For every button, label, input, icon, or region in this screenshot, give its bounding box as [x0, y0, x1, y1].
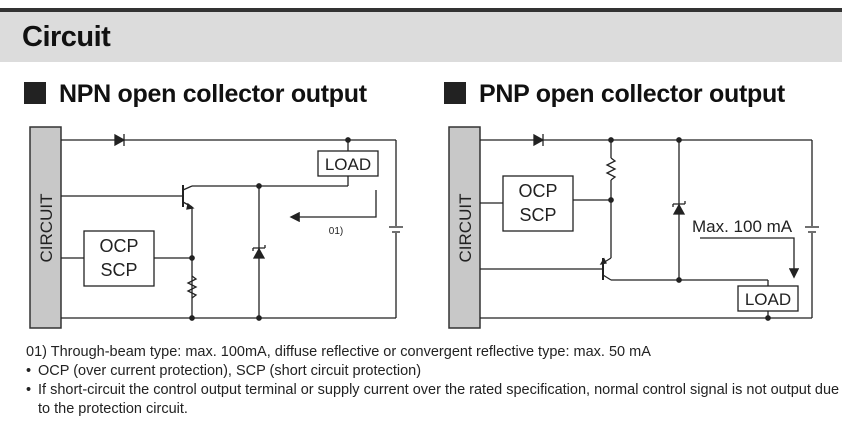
pnp-transistor-icon	[480, 257, 612, 281]
footnote-01: 01) Through-beam type: max. 100mA, diffu…	[26, 344, 651, 360]
pnp-top-diode-icon	[533, 133, 545, 147]
header-top-rule	[0, 8, 842, 12]
pnp-zener-diode-icon	[672, 201, 686, 215]
npn-section-title: NPN open collector output	[24, 80, 367, 109]
bullet-symbol: •	[26, 363, 32, 379]
bullet-symbol: •	[26, 382, 32, 398]
pnp-circuit-block	[448, 126, 481, 329]
npn-ocp-label: OCP	[99, 236, 138, 256]
pnp-current-label: Max. 100 mA	[692, 217, 793, 236]
note-bullet: • OCP (over current protection), SCP (sh…	[26, 362, 846, 381]
npn-resistor-icon	[186, 275, 198, 299]
npn-diagram	[29, 126, 403, 329]
note-text: If short-circuit the control output term…	[38, 382, 840, 417]
note-bullet: • If short-circuit the control output te…	[26, 381, 846, 419]
npn-load-label: LOAD	[325, 155, 371, 174]
npn-transistor-icon	[61, 185, 195, 318]
pnp-resistor-icon	[605, 157, 617, 181]
pnp-circuit-label: CIRCUIT	[456, 194, 475, 263]
square-bullet-icon	[24, 82, 46, 104]
npn-circuit-block	[29, 126, 62, 329]
square-bullet-icon	[444, 82, 466, 104]
pnp-title-text: PNP open collector output	[479, 80, 785, 108]
pnp-diagram	[448, 126, 819, 329]
pnp-scp-label: SCP	[519, 205, 556, 225]
notes: 01) Through-beam type: max. 100mA, diffu…	[26, 343, 846, 419]
npn-zener-diode-icon	[252, 245, 266, 259]
pnp-battery-icon	[805, 226, 819, 233]
section-header: Circuit	[0, 12, 842, 62]
npn-load-box	[317, 150, 379, 177]
pnp-load-box	[737, 285, 799, 312]
npn-circuit-label: CIRCUIT	[37, 194, 56, 263]
note-text: OCP (over current protection), SCP (shor…	[38, 363, 422, 379]
pnp-section-title: PNP open collector output	[444, 80, 785, 109]
npn-title-text: NPN open collector output	[59, 80, 367, 108]
pnp-load-label: LOAD	[745, 290, 791, 309]
npn-battery-icon	[389, 226, 403, 233]
pnp-ocp-label: OCP	[518, 181, 557, 201]
npn-top-diode-icon	[114, 133, 126, 147]
npn-protection-box	[83, 230, 155, 287]
page-title: Circuit	[22, 21, 111, 53]
npn-scp-label: SCP	[100, 260, 137, 280]
npn-note-ref: 01)	[329, 226, 343, 237]
